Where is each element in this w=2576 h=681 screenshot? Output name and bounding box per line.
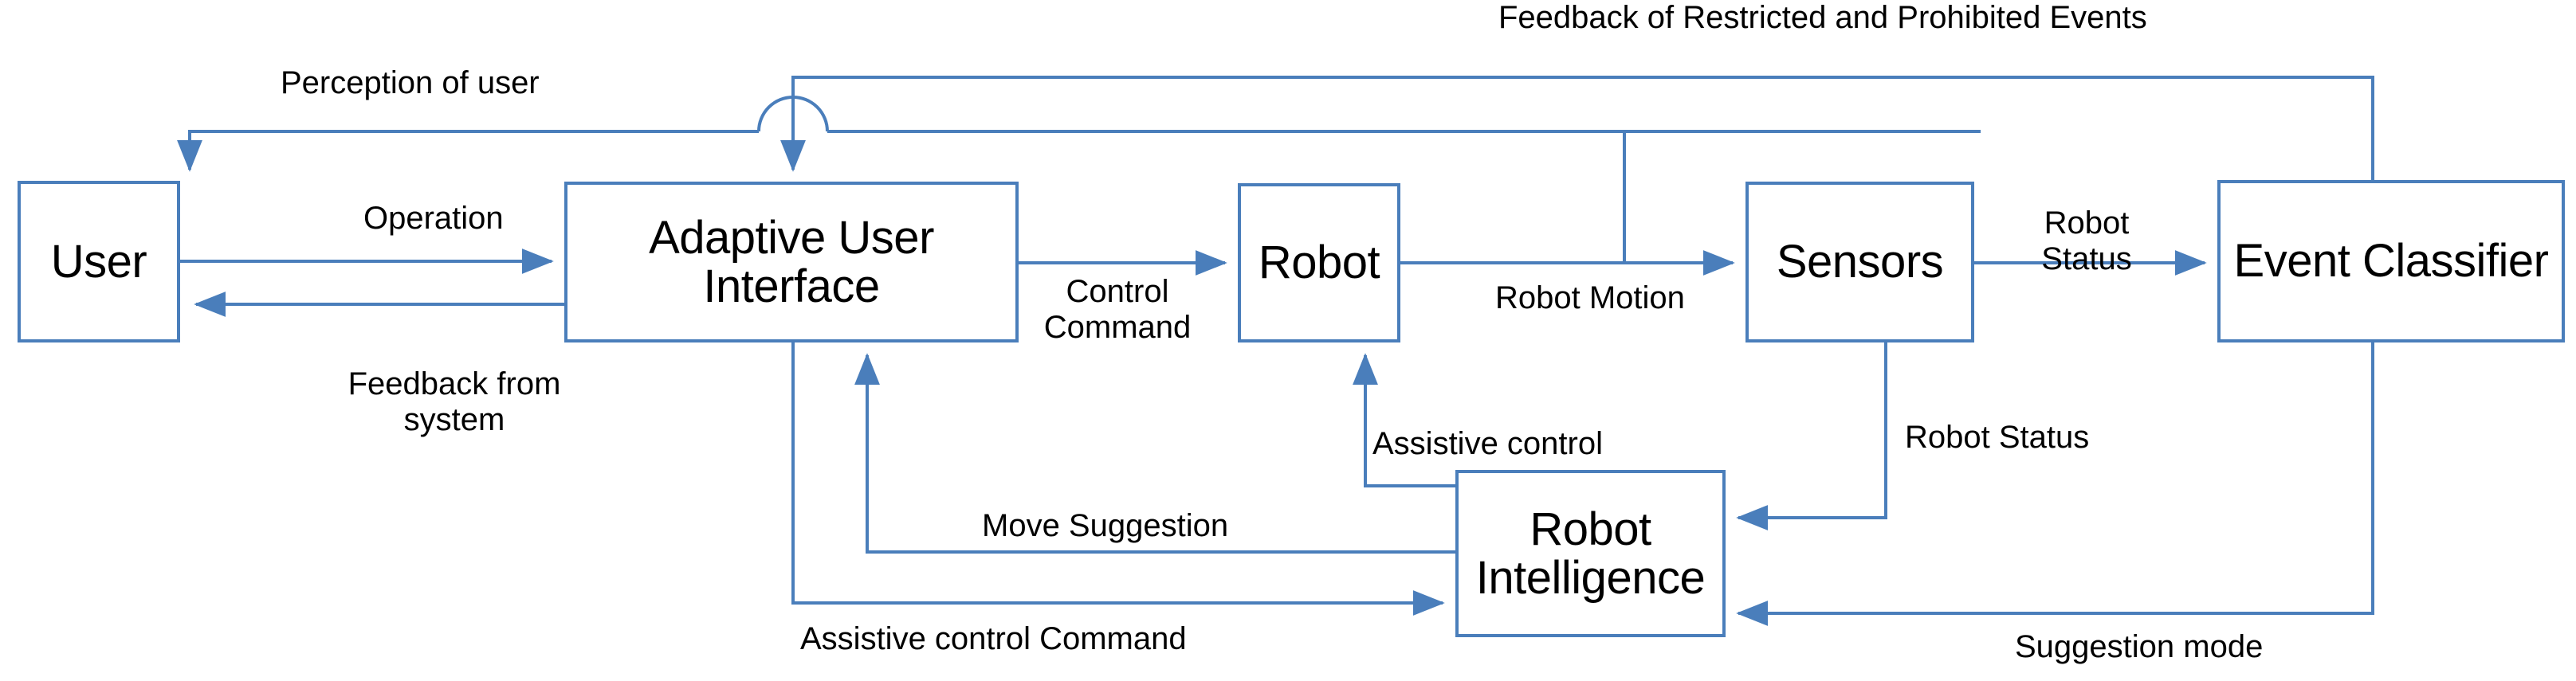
edge-label-robot-motion: Robot Motion	[1495, 280, 1685, 315]
edge-label-suggestion-mode: Suggestion mode	[2015, 629, 2264, 664]
node-robot-intelligence[interactable]: Robot Intelligence	[1455, 470, 1726, 637]
edge-feedback-events	[780, 76, 2374, 180]
edge-assistive-control	[1353, 353, 1455, 487]
edge-perception-of-user-hop	[757, 96, 829, 132]
node-sensors[interactable]: Sensors	[1745, 182, 1974, 342]
node-user[interactable]: User	[18, 181, 180, 342]
node-robot[interactable]: Robot	[1238, 183, 1400, 342]
edge-move-suggestion	[854, 353, 1455, 554]
node-adaptive-user-interface[interactable]: Adaptive User Interface	[564, 182, 1019, 342]
edge-label-perception-of-user: Perception of user	[281, 65, 540, 100]
edge-label-robot-status-top: Robot Status	[2041, 205, 2132, 276]
edge-label-assistive-control-command: Assistive control Command	[800, 621, 1187, 656]
edge-label-assistive-control: Assistive control	[1372, 426, 1603, 461]
edge-assistive-control-command	[791, 342, 1445, 616]
edge-label-control-command: Control Command	[1043, 274, 1192, 345]
edge-label-robot-status-down: Robot Status	[1905, 420, 2090, 455]
edge-suggestion-mode	[1736, 342, 2374, 626]
edge-perception-of-user-tail	[177, 130, 759, 172]
edge-label-feedback-from-system: Feedback from system	[348, 366, 561, 437]
node-event-classifier[interactable]: Event Classifier	[2217, 180, 2565, 342]
edge-label-operation: Operation	[363, 201, 504, 236]
edge-label-move-suggestion: Move Suggestion	[982, 508, 1229, 543]
edge-label-feedback-of-events: Feedback of Restricted and Prohibited Ev…	[1498, 0, 2147, 35]
edge-robot-status-down	[1736, 342, 1887, 530]
